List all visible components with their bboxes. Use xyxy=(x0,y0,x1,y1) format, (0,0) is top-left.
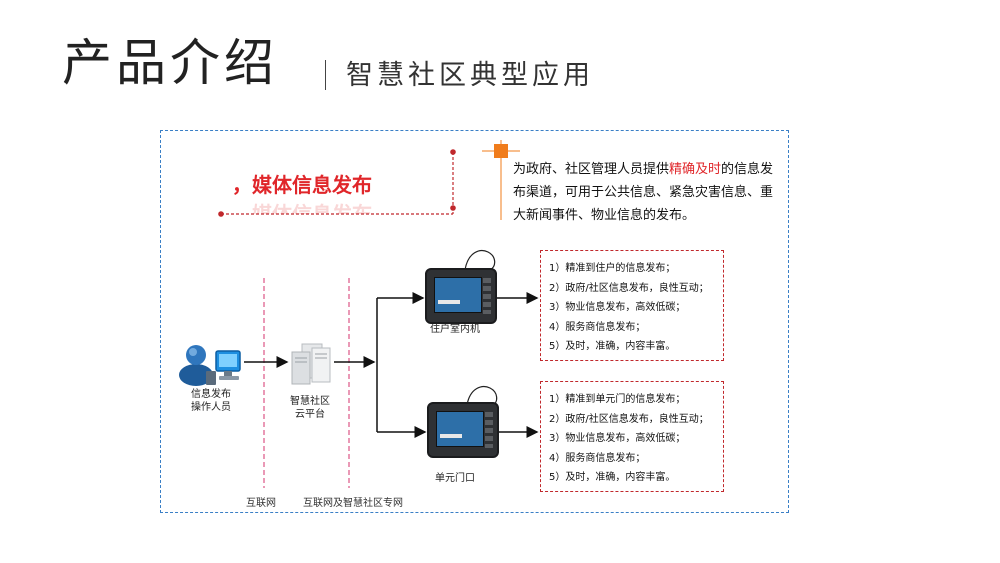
door-unit-label: 单元门口 xyxy=(435,473,475,484)
diagram-frame xyxy=(160,130,789,513)
feature-description: 为政府、社区管理人员提供精确及时的信息发布渠道，可用于公共信息、紧急灾害信息、重… xyxy=(513,158,781,227)
tablet-screen xyxy=(434,277,482,313)
feature-item: 5）及时，准确，内容丰富。 xyxy=(549,472,676,483)
cloud-label-line1: 智慧社区 xyxy=(290,396,330,407)
operator-label-line2: 操作人员 xyxy=(191,402,231,413)
feature-item: 2）政府/社区信息发布，良性互动； xyxy=(549,413,709,425)
feature-item: 4）服务商信息发布； xyxy=(549,321,646,333)
feature-headline: ，媒体信息发布 xyxy=(232,173,372,197)
user-computer-icon xyxy=(179,345,241,386)
indoor-features-box: 1）精准到住户的信息发布； 2）政府/社区信息发布，良性互动； 3）物业信息发布… xyxy=(540,250,724,361)
feature-item: 1）精准到单元门的信息发布； xyxy=(549,394,686,405)
feature-item: 5）及时，准确，内容丰富。 xyxy=(549,341,676,352)
page-title: 产品介绍 xyxy=(62,34,278,92)
operator-label: 信息发布 操作人员 xyxy=(180,388,242,414)
title-separator xyxy=(325,60,326,90)
indoor-unit-label: 住户室内机 xyxy=(430,324,480,335)
feature-item: 4）服务商信息发布； xyxy=(549,452,646,464)
page-subtitle: 智慧社区典型应用 xyxy=(346,60,594,91)
square-bullet-icon xyxy=(494,144,508,158)
feature-item: 3）物业信息发布，高效低碳； xyxy=(549,302,686,313)
operator-label-line1: 信息发布 xyxy=(191,389,231,400)
description-text: 为政府、社区管理人员提供 xyxy=(513,162,670,177)
feature-item: 2）政府/社区信息发布，良性互动； xyxy=(549,282,709,294)
server-cluster-icon xyxy=(291,343,331,385)
lane-label-internet: 互联网 xyxy=(246,498,276,509)
cloud-label-line2: 云平台 xyxy=(295,409,325,420)
description-text-rest: 的信息发布渠道，可用于公共信息、紧急灾害信息、重大新闻事件、物业信息的发布。 xyxy=(513,162,774,223)
tablet-keypad xyxy=(483,278,491,314)
description-highlight: 精确及时 xyxy=(669,162,722,177)
tablet-terminal-icon xyxy=(425,268,497,324)
cloud-platform-label: 智慧社区 云平台 xyxy=(279,395,341,421)
lane-label-private-network: 互联网及智慧社区专网 xyxy=(303,498,403,509)
door-features-box: 1）精准到单元门的信息发布； 2）政府/社区信息发布，良性互动； 3）物业信息发… xyxy=(540,381,724,492)
feature-item: 1）精准到住户的信息发布； xyxy=(549,263,676,274)
tablet-keypad xyxy=(485,412,493,448)
headline-bracket xyxy=(218,149,456,217)
feature-headline-reflection: ，媒体信息发布 xyxy=(232,202,372,214)
tablet-screen xyxy=(436,411,484,447)
feature-item: 3）物业信息发布，高效低碳； xyxy=(549,433,686,444)
tablet-terminal-icon xyxy=(427,402,499,458)
